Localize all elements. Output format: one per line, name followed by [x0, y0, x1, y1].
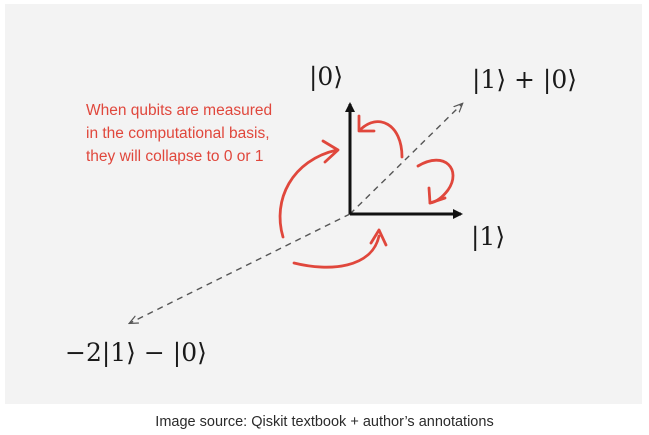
label-sum: |1⟩ + |0⟩ — [472, 65, 578, 94]
label-zero: |0⟩ — [309, 62, 344, 91]
annotation-text: When qubits are measured in the computat… — [86, 99, 316, 168]
collapse-arrow-bottom — [292, 234, 381, 269]
collapse-arrow-left — [278, 148, 339, 239]
vector-neg-line — [130, 213, 351, 323]
diagram-panel — [5, 4, 642, 404]
annotation-line: When qubits are measured — [86, 102, 273, 119]
image-caption: Image source: Qiskit textbook + author’s… — [155, 414, 494, 430]
annotation-line: in the computational basis, — [86, 125, 270, 142]
vector-sum-line — [349, 104, 462, 215]
collapse-arrow-top — [358, 120, 404, 159]
annotation-line: they will collapse to 0 or 1 — [86, 148, 264, 165]
collapse-arrow-right — [416, 158, 455, 205]
label-neg: −2|1⟩ − |0⟩ — [65, 338, 207, 367]
label-one: |1⟩ — [471, 222, 506, 251]
